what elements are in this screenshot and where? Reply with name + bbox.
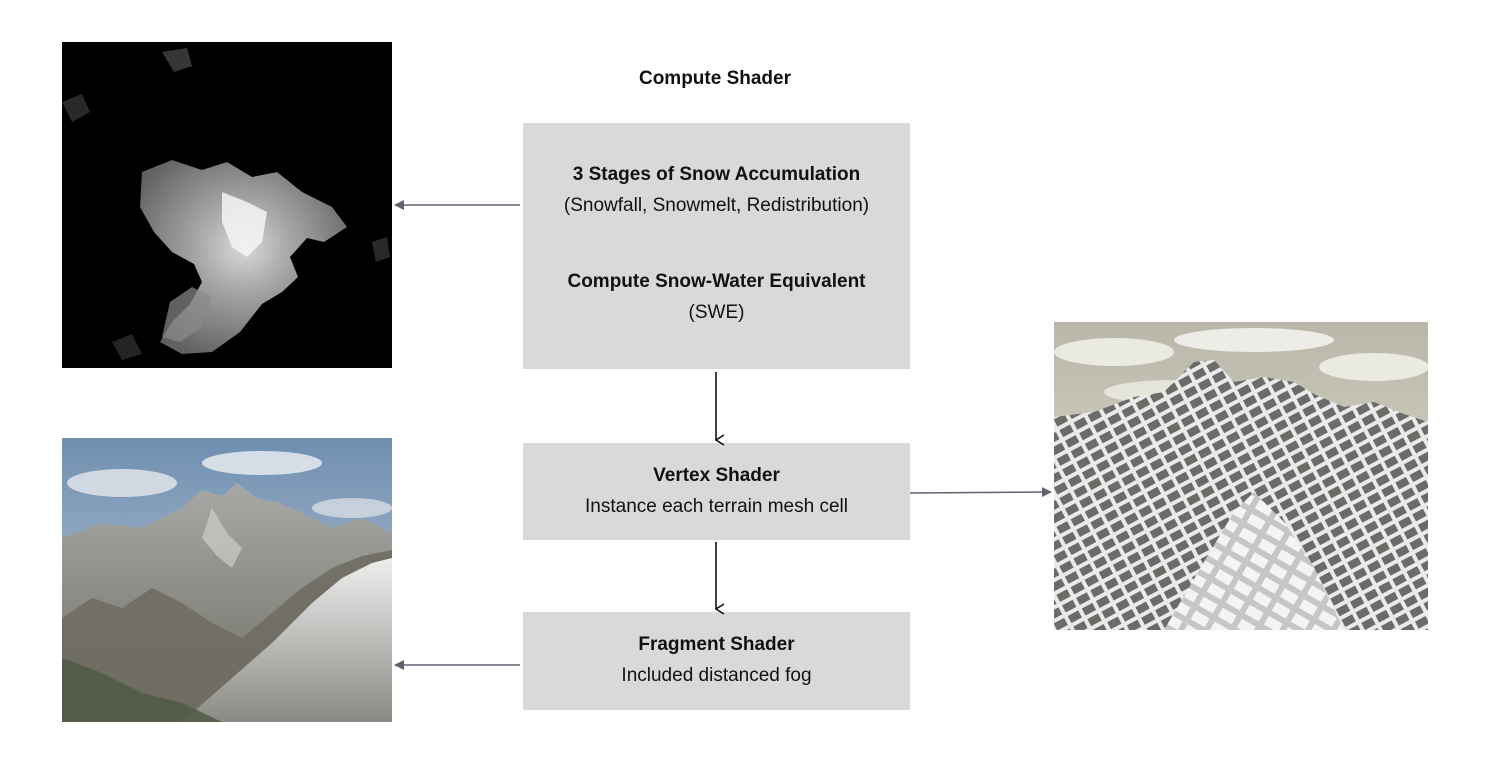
compute-shader-box: 3 Stages of Snow Accumulation (Snowfall,…	[523, 123, 910, 369]
arrow-vertex-to-mesh	[909, 487, 1052, 498]
rendered-terrain-image	[62, 438, 392, 722]
fragment-shader-box: Fragment Shader Included distanced fog	[523, 612, 910, 710]
swe-heading: Compute Snow-Water Equivalent	[567, 271, 866, 292]
vertex-shader-box: Vertex Shader Instance each terrain mesh…	[523, 443, 910, 540]
terrain-mesh-image	[1054, 322, 1428, 630]
vertex-shader-title: Vertex Shader	[653, 465, 780, 486]
snow-accumulation-map-image	[62, 42, 392, 368]
vertex-shader-detail: Instance each terrain mesh cell	[585, 496, 848, 517]
swe-detail: (SWE)	[688, 302, 745, 323]
compute-shader-title: Compute Shader	[638, 68, 792, 89]
snow-stages-heading: 3 Stages of Snow Accumulation	[572, 164, 861, 185]
fragment-shader-detail: Included distanced fog	[621, 665, 812, 686]
fragment-shader-title: Fragment Shader	[638, 634, 795, 655]
snow-stages-detail: (Snowfall, Snowmelt, Redistribution)	[563, 195, 870, 216]
